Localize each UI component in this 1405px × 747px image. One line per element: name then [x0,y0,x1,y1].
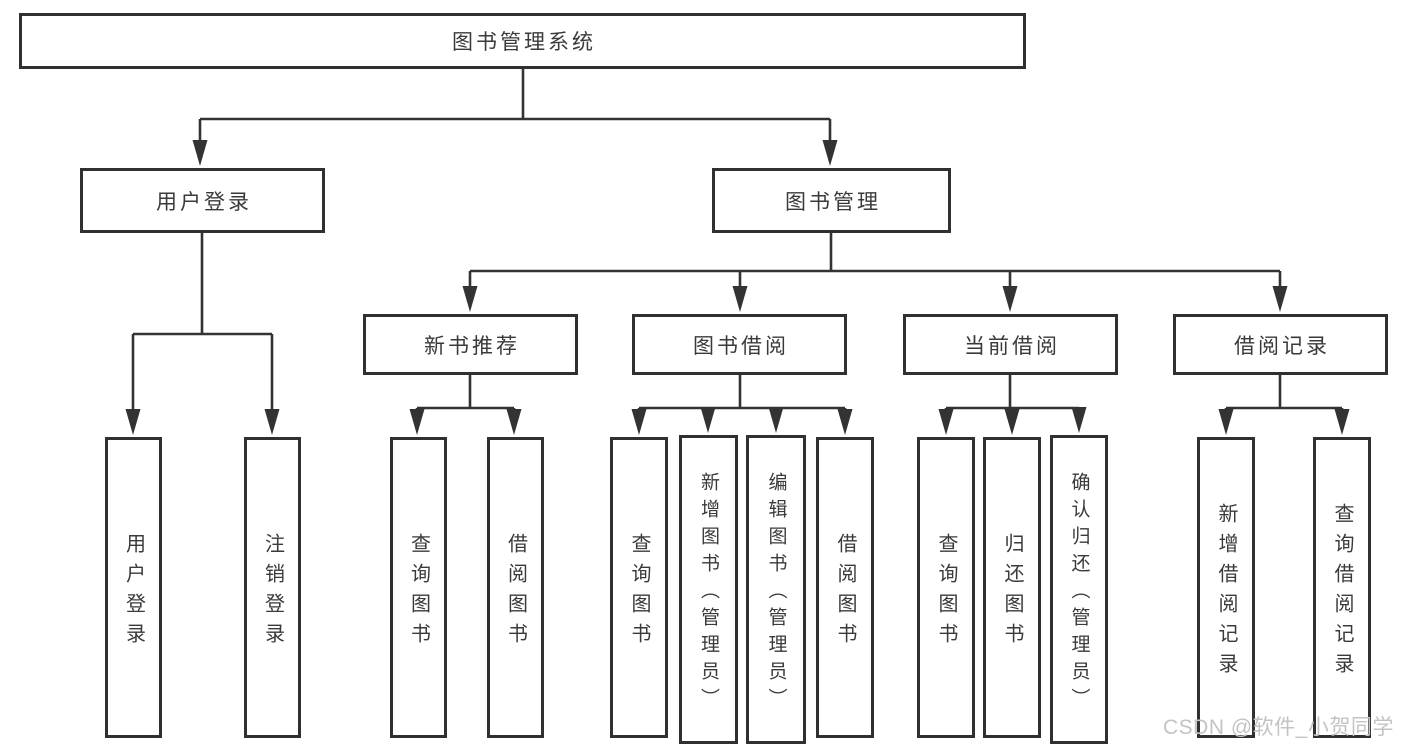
node-current-borrow-label: 当前借阅 [964,334,1060,358]
leaf-borrow-book-label: 借阅图书 [834,532,856,653]
node-current-borrow: 当前借阅 [903,314,1118,375]
leaf-borrow-book-recommend-label: 借阅图书 [504,532,527,653]
node-new-book-recommend: 新书推荐 [363,314,578,375]
node-user-login: 用户登录 [80,168,325,233]
leaf-add-borrow-record-label: 新增借阅记录 [1215,502,1237,683]
csdn-watermark: CSDN @软件_小贺同学 [1163,716,1394,739]
leaf-query-book-recommend-label: 查询图书 [407,532,430,653]
leaf-logout: 注销登录 [244,437,301,738]
leaf-query-book-recommend: 查询图书 [390,437,447,738]
leaf-query-book-current-label: 查询图书 [935,532,957,653]
node-user-login-label: 用户登录 [156,190,252,214]
leaf-query-book-current: 查询图书 [917,437,975,738]
node-root: 图书管理系统 [19,13,1026,69]
leaf-return-book-label: 归还图书 [1001,532,1023,653]
leaf-query-book-borrow: 查询图书 [610,437,668,738]
leaf-confirm-return-admin: 确认归还（管理员） [1050,435,1108,744]
node-borrow-record-label: 借阅记录 [1234,334,1330,358]
leaf-query-borrow-record-label: 查询借阅记录 [1331,502,1353,683]
leaf-return-book: 归还图书 [983,437,1041,738]
node-root-label: 图书管理系统 [452,31,596,54]
node-book-management-label: 图书管理 [785,190,881,214]
leaf-user-login-label: 用户登录 [122,532,145,653]
leaf-query-book-borrow-label: 查询图书 [628,532,650,653]
node-book-management: 图书管理 [712,168,951,233]
node-book-borrow-label: 图书借阅 [693,334,789,358]
leaf-add-book-admin: 新增图书（管理员） [679,435,738,744]
node-book-borrow: 图书借阅 [632,314,847,375]
leaf-edit-book-admin-label: 编辑图书（管理员） [765,472,787,715]
leaf-borrow-book: 借阅图书 [816,437,874,738]
leaf-borrow-book-recommend: 借阅图书 [487,437,544,738]
leaf-logout-label: 注销登录 [261,532,284,653]
leaf-query-borrow-record: 查询借阅记录 [1313,437,1371,738]
node-new-book-recommend-label: 新书推荐 [424,334,520,358]
leaf-add-borrow-record: 新增借阅记录 [1197,437,1255,738]
leaf-add-book-admin-label: 新增图书（管理员） [698,472,719,715]
leaf-user-login: 用户登录 [105,437,162,738]
leaf-confirm-return-admin-label: 确认归还（管理员） [1068,472,1090,715]
node-borrow-record: 借阅记录 [1173,314,1388,375]
leaf-edit-book-admin: 编辑图书（管理员） [746,435,806,744]
